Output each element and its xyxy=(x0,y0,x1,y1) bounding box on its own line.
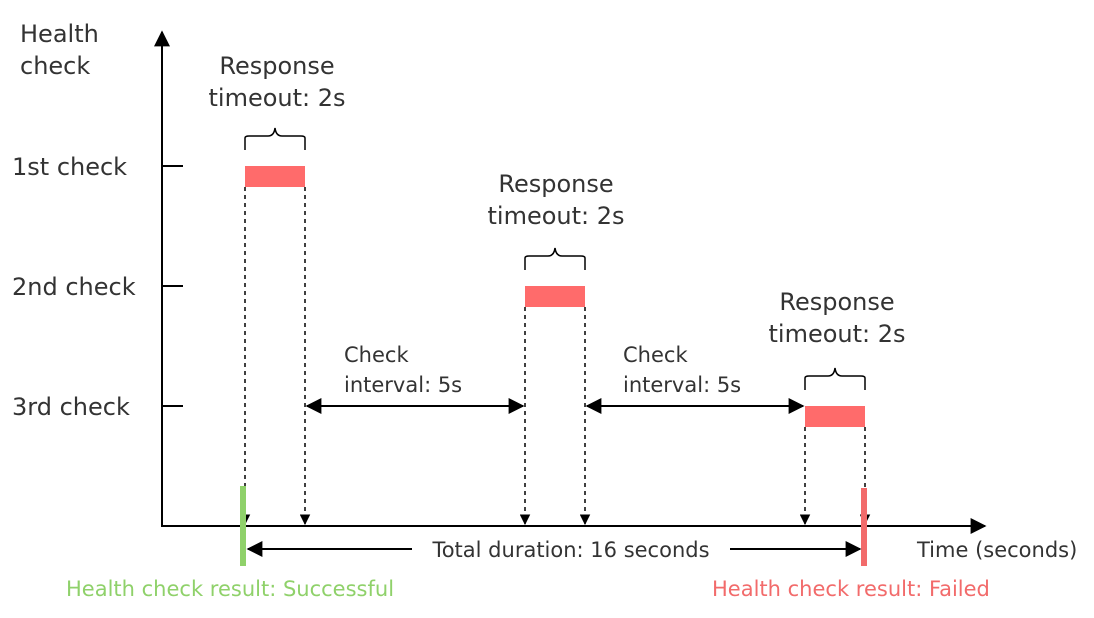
check-bar-2nd xyxy=(525,286,585,307)
timeout-label-2-line1: Response xyxy=(498,170,613,198)
interval-label-1-line2: interval: 5s xyxy=(344,373,462,397)
y-tick-label-1st: 1st check xyxy=(12,153,127,181)
interval-label-1-line1: Check xyxy=(344,343,409,367)
y-axis-title-line1: Health xyxy=(20,20,99,48)
timeout-label-1-line1: Response xyxy=(219,52,334,80)
y-tick-label-2nd: 2nd check xyxy=(12,273,136,301)
success-marker xyxy=(240,486,246,566)
interval-label-2-line1: Check xyxy=(623,343,688,367)
y-tick-label-3rd: 3rd check xyxy=(12,393,130,421)
brace-3rd xyxy=(804,367,866,390)
brace-1st xyxy=(244,127,306,150)
timeout-label-1-line2: timeout: 2s xyxy=(208,84,345,112)
check-bar-1st xyxy=(245,166,305,187)
timeout-label-3-line1: Response xyxy=(779,288,894,316)
check-bar-3rd xyxy=(805,406,865,427)
x-axis-title: Time (seconds) xyxy=(916,538,1077,562)
result-failed-label: Health check result: Failed xyxy=(712,577,990,601)
total-duration-label: Total duration: 16 seconds xyxy=(431,538,709,562)
interval-label-2-line2: interval: 5s xyxy=(623,373,741,397)
brace-2nd xyxy=(524,247,586,270)
y-axis-title-line2: check xyxy=(20,52,90,80)
timeout-label-2-line2: timeout: 2s xyxy=(487,202,624,230)
failed-marker xyxy=(861,488,867,566)
timeout-label-3-line2: timeout: 2s xyxy=(768,320,905,348)
result-success-label: Health check result: Successful xyxy=(66,577,394,601)
